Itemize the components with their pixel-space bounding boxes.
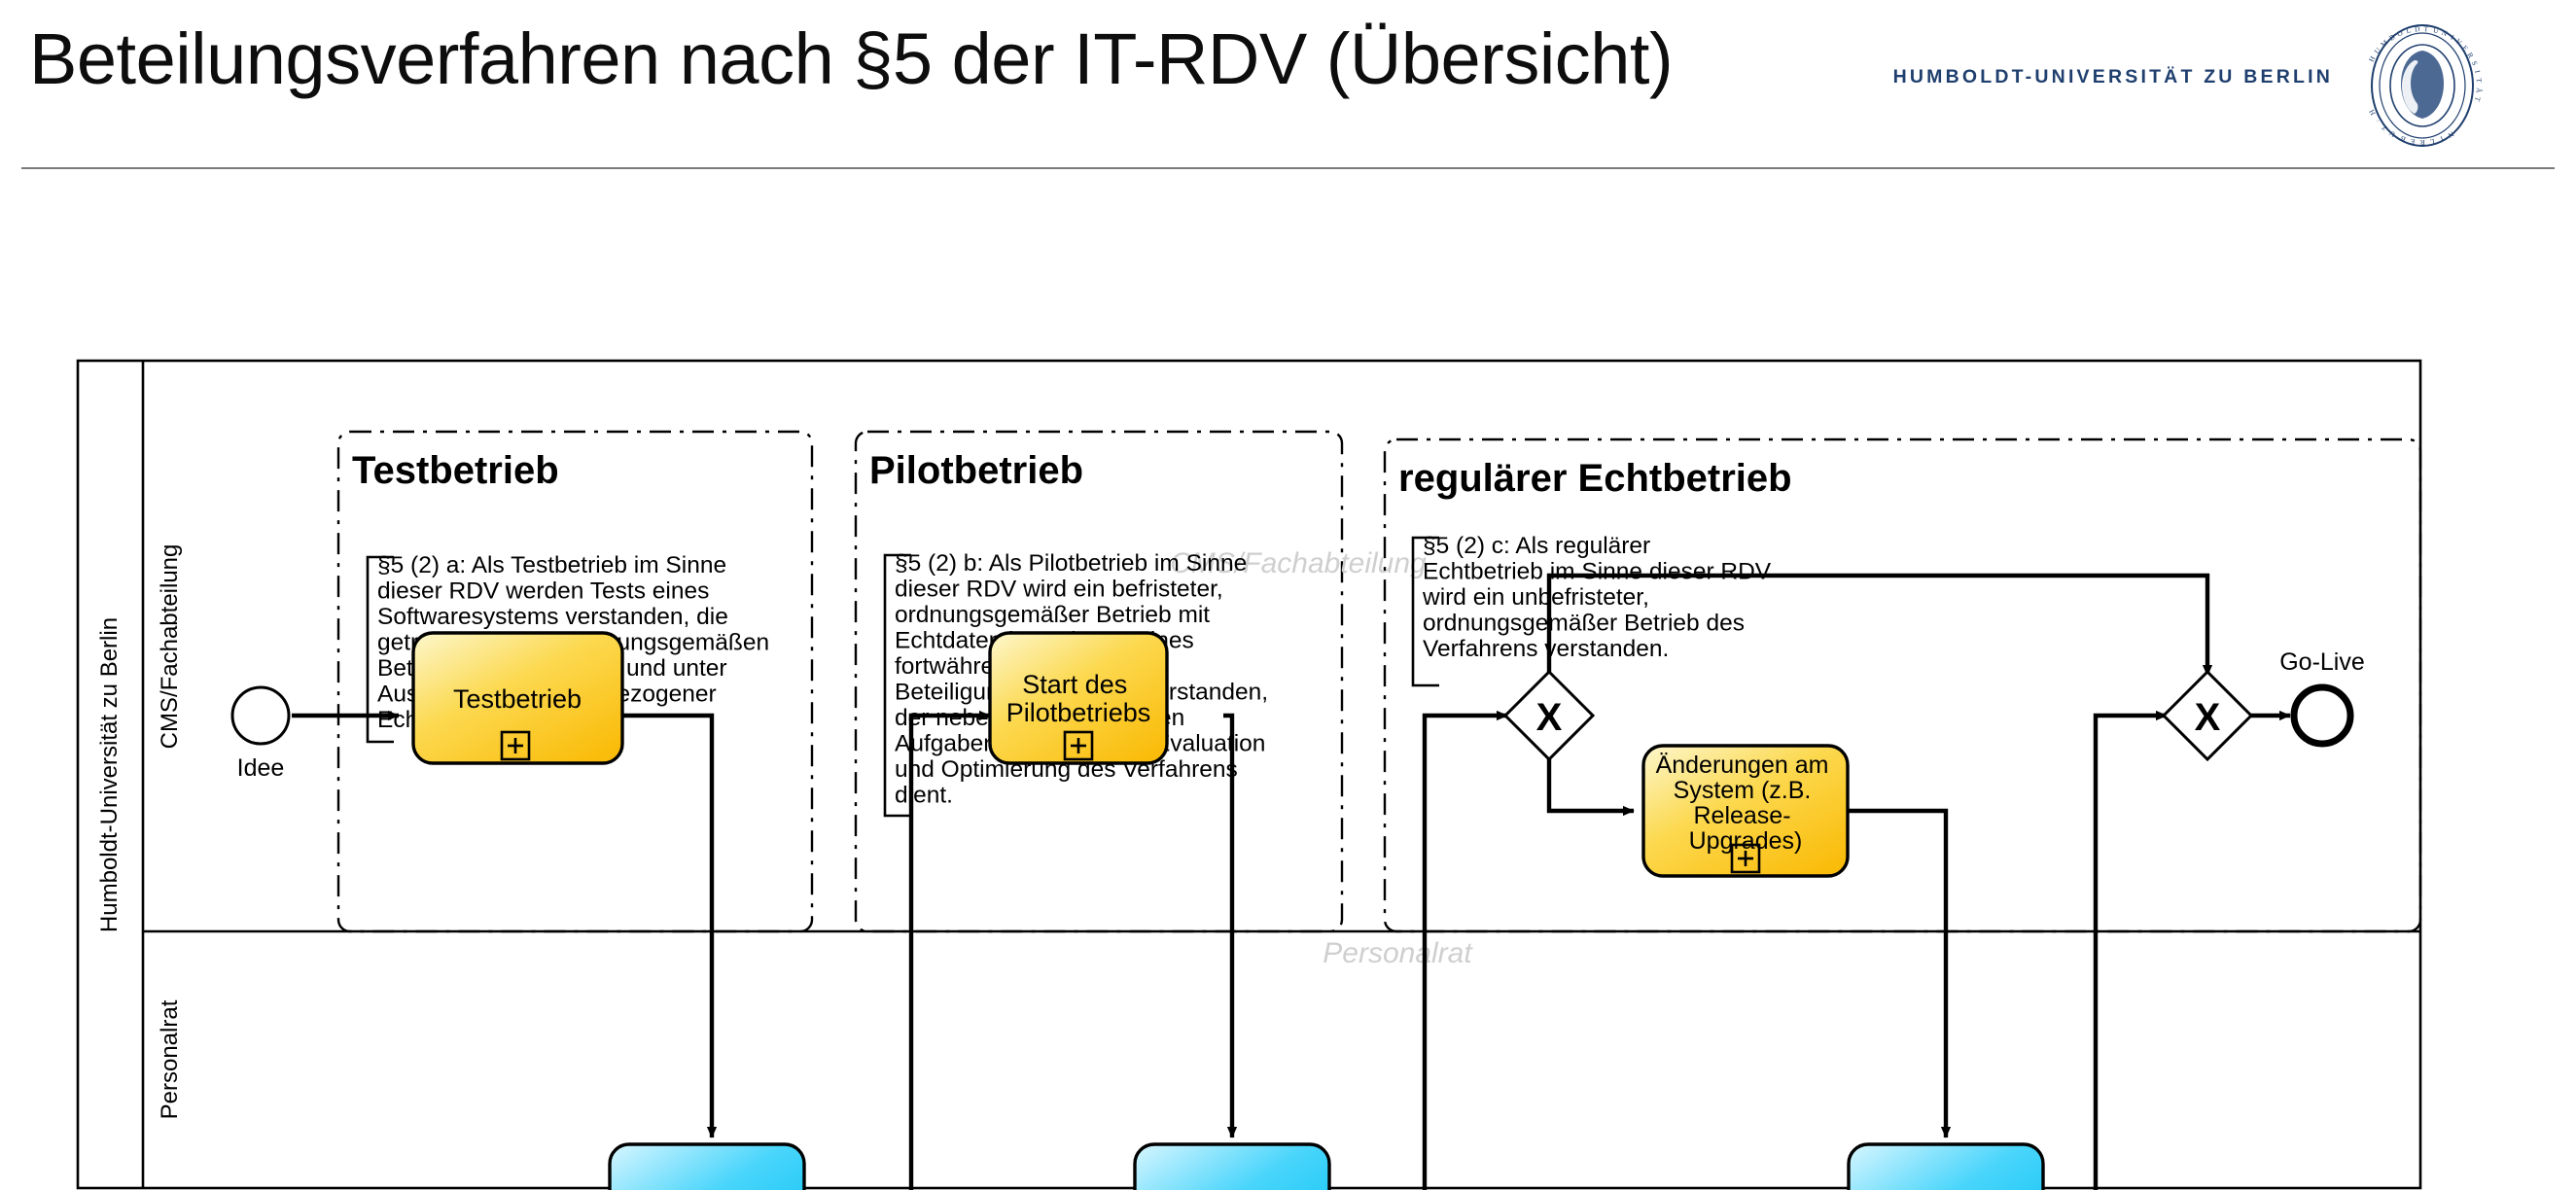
- end-event-icon[interactable]: [2290, 683, 2354, 748]
- flow-testbetrieb-to-mb1: [622, 713, 718, 1138]
- task-shape: [1641, 744, 1850, 878]
- svg-text:D: D: [2415, 24, 2421, 33]
- svg-text:T: T: [2475, 78, 2484, 84]
- exclusive-gateway-2[interactable]: X: [2161, 669, 2254, 762]
- annotation-bracket-1: [366, 555, 394, 744]
- start-event-icon[interactable]: [230, 685, 291, 746]
- svg-text:E: E: [2410, 137, 2416, 147]
- task-shape: [608, 1142, 806, 1190]
- gateway-x-icon: X: [1536, 696, 1563, 739]
- svg-text:E: E: [2460, 44, 2470, 53]
- task-mitbestimmung-1[interactable]: Mitbestimmung: [608, 1142, 806, 1190]
- svg-text:V: V: [2453, 37, 2463, 48]
- svg-text:R: R: [2465, 51, 2475, 59]
- svg-text:Ä: Ä: [2475, 88, 2484, 94]
- task-testbetrieb[interactable]: Testbetrieb: [411, 631, 624, 765]
- task-shape: [988, 631, 1169, 765]
- svg-text:U: U: [2373, 46, 2383, 55]
- university-wordmark: HUMBOLDT-UNIVERSITÄT ZU BERLIN: [1892, 66, 2333, 88]
- svg-text:·: ·: [2373, 117, 2382, 124]
- gateways: X X: [1502, 669, 2254, 762]
- phase-title-pilotbetrieb: Pilotbetrieb: [869, 449, 1083, 492]
- svg-text:M: M: [2379, 38, 2389, 49]
- subprocess-marker-icon: [1063, 730, 1094, 761]
- task-label: Änderungen am System (z.B. Release- Upgr…: [1656, 752, 1836, 855]
- svg-text:B: B: [2387, 32, 2396, 42]
- watermark-cms: CMS/Fachabteilung: [1170, 547, 1427, 579]
- task-label: Testbetrieb: [453, 684, 582, 714]
- svg-text:N: N: [2446, 129, 2455, 140]
- page-title: Beteilungsverfahren nach §5 der IT-RDV (…: [29, 18, 1674, 99]
- start-event-label: Idee: [237, 754, 285, 782]
- phase-title-echtbetrieb: regulärer Echtbetrieb: [1398, 457, 1792, 500]
- bpmn-diagram: Testbetrieb Pilotbetrieb regulärer Echtb…: [0, 180, 2576, 1190]
- svg-text:I: I: [2473, 69, 2482, 74]
- svg-text:I: I: [2449, 33, 2455, 42]
- svg-text:L: L: [2429, 137, 2435, 147]
- gateway-diamond-icon: [1502, 669, 1596, 762]
- svg-text:B: B: [2399, 134, 2407, 144]
- svg-text:O: O: [2396, 28, 2405, 39]
- svg-text:T: T: [2423, 24, 2429, 33]
- pool-label: Humboldt-Universität zu Berlin: [96, 617, 123, 932]
- svg-text:U: U: [2387, 128, 2397, 139]
- events: Idee Go-Live: [230, 648, 2365, 782]
- slide-header: Beteilungsverfahren nach §5 der IT-RDV (…: [0, 0, 2576, 180]
- task-label: Start des Pilotbetriebs: [1006, 670, 1151, 727]
- flow-gateway1-to-aenderungen: [1546, 757, 1635, 817]
- annotation-bracket-3: [1411, 536, 1439, 687]
- svg-text:H: H: [2367, 54, 2378, 64]
- gateway-x-icon: X: [2195, 696, 2221, 739]
- svg-text:N: N: [2440, 28, 2449, 39]
- task-shape: [1847, 1142, 2045, 1190]
- header-divider: [21, 167, 2555, 169]
- flow-aenderungen-to-mb3: [1848, 808, 1952, 1138]
- subprocess-marker-icon: [1730, 843, 1761, 874]
- annotation-echtbetrieb: §5 (2) c: Als regulärer Echtbetrieb im S…: [1422, 533, 1778, 662]
- task-mitbestimmung-3[interactable]: Mitbestimmung: [1847, 1142, 2045, 1190]
- svg-text:H: H: [2367, 108, 2378, 118]
- gateway-diamond-icon: [2161, 669, 2254, 762]
- task-start-des-pilotbetriebs[interactable]: Start des Pilotbetriebs: [988, 631, 1169, 765]
- annotation-brackets: [366, 536, 1439, 818]
- task-shape: [1133, 1142, 1331, 1190]
- lane-label-cms: CMS/Fachabteilung: [157, 544, 183, 750]
- flow-mb3-to-gateway2: [2093, 710, 2168, 1190]
- svg-text:L: L: [2405, 25, 2412, 35]
- task-shape: [411, 631, 624, 765]
- exclusive-gateway-1[interactable]: X: [1502, 669, 1596, 762]
- sequence-flows: [292, 573, 2291, 1190]
- annotation-bracket-2: [883, 553, 911, 818]
- phase-title-testbetrieb: Testbetrieb: [352, 449, 559, 492]
- svg-text:Z: Z: [2380, 122, 2389, 132]
- flow-pilot-to-mb2: [1223, 713, 1238, 1138]
- task-aenderungen-am-system[interactable]: Änderungen am System (z.B. Release- Upgr…: [1641, 744, 1850, 878]
- svg-text:T: T: [2473, 96, 2483, 103]
- svg-text:I: I: [2439, 134, 2445, 143]
- flow-mb1-to-pilot: [908, 710, 991, 1190]
- svg-text:R: R: [2419, 138, 2424, 147]
- humboldt-university-seal-icon: H U M B O L D T U N I V E R S I T Ä T H: [2367, 24, 2484, 147]
- lane-label-personalrat: Personalrat: [157, 999, 183, 1119]
- flow-mb2-to-gateway1: [1422, 710, 1508, 1190]
- subprocess-marker-icon: [500, 730, 531, 761]
- svg-text:S: S: [2470, 59, 2480, 67]
- watermark-personalrat: Personalrat: [1323, 937, 1473, 969]
- task-mitbestimmung-2[interactable]: Mitbestimmung: [1133, 1142, 1331, 1190]
- svg-text:U: U: [2432, 25, 2440, 35]
- end-event-label: Go-Live: [2279, 648, 2365, 676]
- flow-gateway1-to-gateway2: [1546, 573, 2213, 677]
